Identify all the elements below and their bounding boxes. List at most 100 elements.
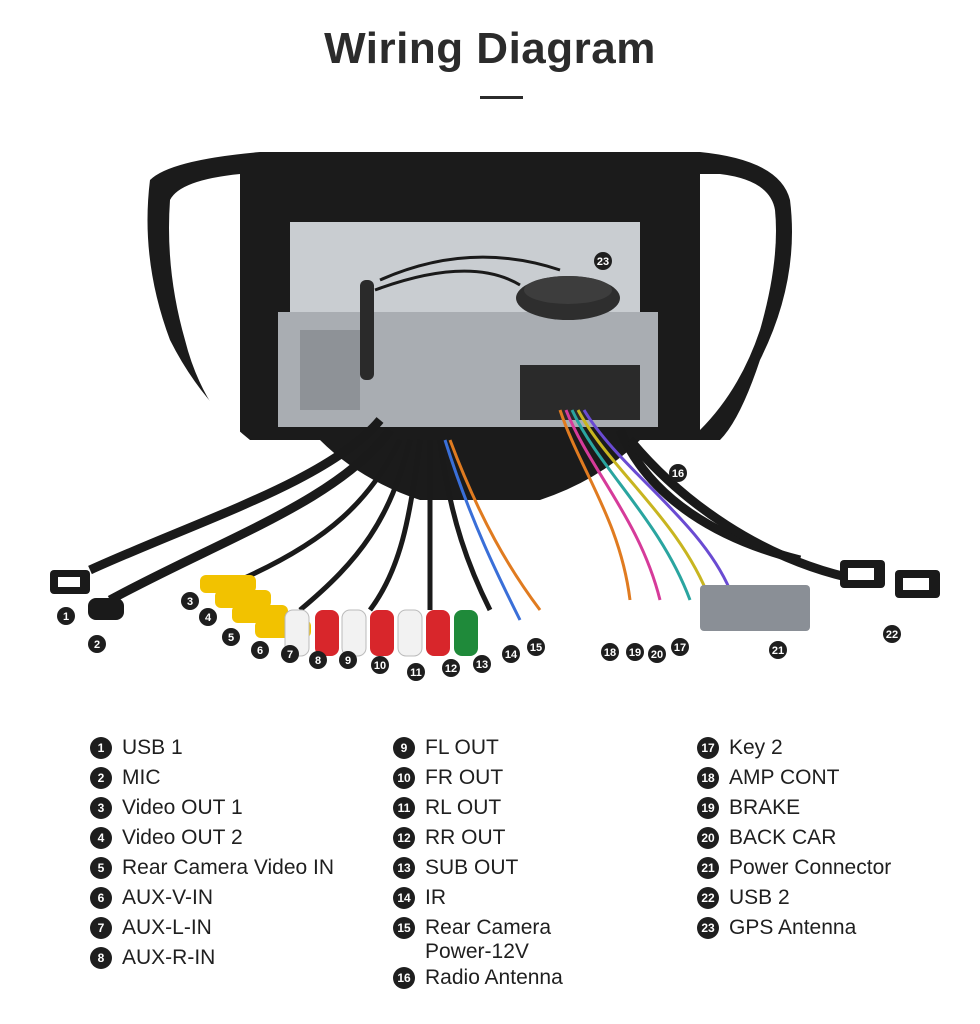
svg-text:2: 2 <box>94 639 100 651</box>
legend-item: 15 Rear Camera Power-12V <box>393 916 563 966</box>
callouts: 1 2 3 4 5 6 7 8 9 10 11 12 13 14 15 16 1… <box>57 252 901 681</box>
legend-label: AUX-L-IN <box>122 916 212 939</box>
legend-item: 16 Radio Antenna <box>393 966 563 996</box>
legend-item: 3 Video OUT 1 <box>90 796 334 826</box>
legend-label: SUB OUT <box>425 856 519 879</box>
svg-text:22: 22 <box>886 629 898 641</box>
page-title: Wiring Diagram <box>324 24 656 73</box>
legend-item: 7 AUX-L-IN <box>90 916 334 946</box>
legend-label: RR OUT <box>425 826 506 849</box>
rca-plugs <box>200 575 478 657</box>
legend-label: BRAKE <box>729 796 801 819</box>
number-badge: 13 <box>393 857 415 879</box>
number-badge: 17 <box>697 737 719 759</box>
number-badge: 18 <box>697 767 719 789</box>
number-badge: 5 <box>90 857 112 879</box>
legend-item: 14 IR <box>393 886 563 916</box>
number-badge: 21 <box>697 857 719 879</box>
number-badge: 12 <box>393 827 415 849</box>
legend-item: 19 BRAKE <box>697 796 891 826</box>
legend-item: 1 USB 1 <box>90 736 334 766</box>
svg-text:7: 7 <box>287 649 293 661</box>
legend-label: Key 2 <box>729 736 783 759</box>
legend-label: USB 1 <box>122 736 183 759</box>
svg-text:5: 5 <box>228 632 234 644</box>
legend-item: 17 Key 2 <box>697 736 891 766</box>
svg-text:11: 11 <box>410 667 422 679</box>
svg-text:23: 23 <box>597 256 609 268</box>
legend-item: 10 FR OUT <box>393 766 563 796</box>
legend-label: BACK CAR <box>729 826 837 849</box>
svg-text:3: 3 <box>187 596 193 608</box>
number-badge: 19 <box>697 797 719 819</box>
legend-item: 11 RL OUT <box>393 796 563 826</box>
legend-label: Video OUT 1 <box>122 796 243 819</box>
legend-item: 12 RR OUT <box>393 826 563 856</box>
legend-label: Power Connector <box>729 856 892 879</box>
legend-item: 5 Rear Camera Video IN <box>90 856 334 886</box>
number-badge: 6 <box>90 887 112 909</box>
legend-item: 13 SUB OUT <box>393 856 563 886</box>
legend-label: Video OUT 2 <box>122 826 243 849</box>
number-badge: 1 <box>90 737 112 759</box>
svg-text:8: 8 <box>315 655 321 667</box>
legend-item: 2 MIC <box>90 766 334 796</box>
number-badge: 22 <box>697 887 719 909</box>
number-badge: 9 <box>393 737 415 759</box>
legend-label: GPS Antenna <box>729 916 857 939</box>
legend-column-2: 9 FL OUT 10 FR OUT 11 RL OUT 12 RR OUT 13 SUB… <box>393 736 563 996</box>
svg-text:12: 12 <box>445 663 457 675</box>
legend-label: FL OUT <box>425 736 499 759</box>
svg-text:13: 13 <box>476 659 488 671</box>
legend-label: FR OUT <box>425 766 504 789</box>
legend-label: RL OUT <box>425 796 502 819</box>
svg-text:15: 15 <box>530 642 542 654</box>
number-badge: 20 <box>697 827 719 849</box>
legend-item: 23 GPS Antenna <box>697 916 891 946</box>
svg-text:14: 14 <box>505 649 518 661</box>
legend-item: 22 USB 2 <box>697 886 891 916</box>
number-badge: 15 <box>393 917 415 939</box>
number-badge: 8 <box>90 947 112 969</box>
title-underline <box>480 96 523 99</box>
mic-connector <box>88 598 124 620</box>
svg-text:10: 10 <box>374 660 386 672</box>
number-badge: 3 <box>90 797 112 819</box>
number-badge: 10 <box>393 767 415 789</box>
legend-label: MIC <box>122 766 161 789</box>
legend-label: IR <box>425 886 446 909</box>
number-badge: 7 <box>90 917 112 939</box>
number-badge: 2 <box>90 767 112 789</box>
power-connector <box>700 585 810 631</box>
legend-label: Rear Camera Power-12V <box>425 916 552 963</box>
legend-item: 20 BACK CAR <box>697 826 891 856</box>
number-badge: 23 <box>697 917 719 939</box>
svg-text:6: 6 <box>257 645 263 657</box>
svg-text:9: 9 <box>345 655 351 667</box>
head-unit-illustration: 1 2 3 4 5 6 7 8 9 10 11 12 13 14 15 16 1… <box>50 152 940 681</box>
svg-text:16: 16 <box>672 468 684 480</box>
legend-label: Radio Antenna <box>425 966 563 989</box>
legend-label: Rear Camera Video IN <box>122 856 335 879</box>
number-badge: 4 <box>90 827 112 849</box>
legend-label: AMP CONT <box>729 766 840 789</box>
svg-text:19: 19 <box>629 647 641 659</box>
number-badge: 11 <box>393 797 415 819</box>
legend-item: 9 FL OUT <box>393 736 563 766</box>
svg-text:1: 1 <box>63 611 69 623</box>
number-badge: 14 <box>393 887 415 909</box>
svg-text:21: 21 <box>772 645 784 657</box>
legend-item: 18 AMP CONT <box>697 766 891 796</box>
svg-text:4: 4 <box>205 612 212 624</box>
svg-text:20: 20 <box>651 649 663 661</box>
legend-label: USB 2 <box>729 886 790 909</box>
legend-label: AUX-R-IN <box>122 946 216 969</box>
number-badge: 16 <box>393 967 415 989</box>
legend-item: 8 AUX-R-IN <box>90 946 334 976</box>
legend-item: 21 Power Connector <box>697 856 891 886</box>
svg-text:18: 18 <box>604 647 616 659</box>
legend-item: 4 Video OUT 2 <box>90 826 334 856</box>
legend-column-3: 17 Key 2 18 AMP CONT 19 BRAKE 20 BACK CAR 21… <box>697 736 891 946</box>
